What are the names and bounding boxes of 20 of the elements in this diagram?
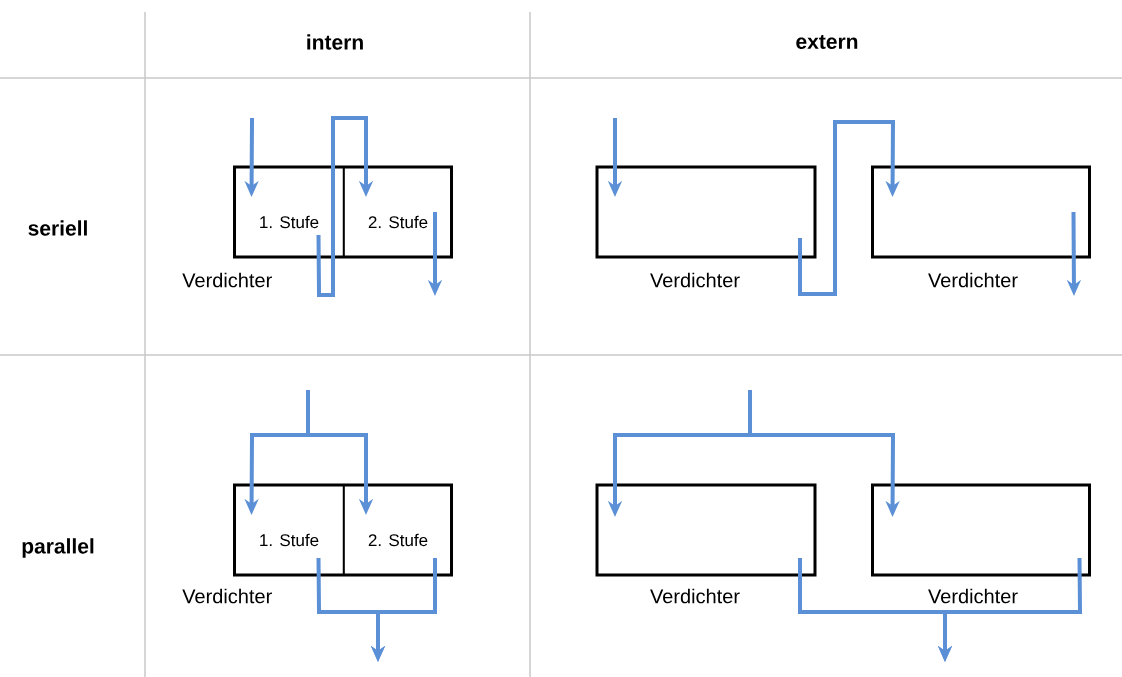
node-label: Verdichter (182, 588, 272, 604)
node-label: Verdichter (182, 272, 272, 288)
row-label: parallel (22, 538, 94, 558)
compressor-box: Verdichter (595, 483, 817, 604)
header-label: intern (307, 34, 363, 50)
node-label: Verdichter (650, 588, 740, 604)
header-label: extern (796, 35, 858, 49)
compressor-box: Verdichter (595, 165, 817, 288)
flow-arrow (798, 120, 900, 296)
node-label: Verdichter (650, 272, 740, 288)
node-label: Verdichter (928, 588, 1018, 604)
stage-box: 1. Stufe (233, 166, 345, 258)
compressor-box: Verdichter (871, 483, 1091, 604)
compressor-box: Verdichter (871, 165, 1091, 288)
node-label: Verdichter (928, 272, 1018, 288)
flow-arrow (316, 116, 374, 297)
stage-box: 2. Stufe (343, 166, 453, 258)
row-label: seriell (28, 220, 87, 236)
stage-box: 1. Stufe (233, 484, 345, 576)
stage-box: 2. Stufe (343, 484, 453, 576)
